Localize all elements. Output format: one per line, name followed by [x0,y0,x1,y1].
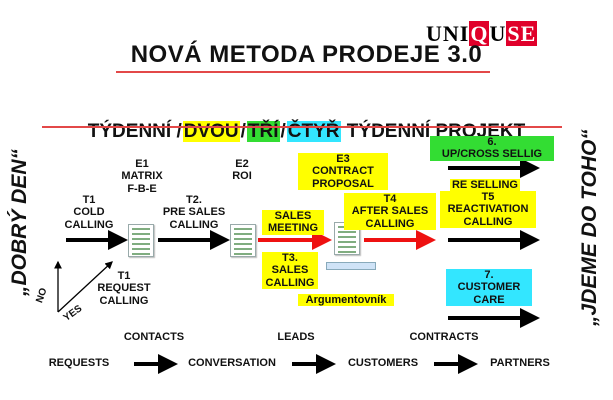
subtitle-underline [42,126,562,128]
label-t5-reactivation: T5 REACTIVATION CALLING [440,191,536,228]
logo-text-se: SE [506,21,538,46]
subtitle-slash-2: / [280,121,286,143]
matrix-document-icon [128,224,154,257]
label-t4-after-sales: T4 AFTER SALES CALLING [344,193,436,230]
label-t3-sales-calling: T3. SALES CALLING [262,252,318,289]
logo: UNIQUSE [426,21,576,46]
label-t1-request-calling: T1 REQUEST CALLING [97,270,151,307]
subtitle-slash-1: / [240,121,246,143]
main-title: NOVÁ METODA PRODEJE 3.0 [130,41,483,68]
argument-booklet-icon [326,262,376,270]
label-sales-meeting: SALES MEETING [262,210,324,235]
label-argumentovnik: Argumentovník [298,294,394,307]
label-requests: REQUESTS [48,357,110,369]
label-contacts: CONTACTS [123,331,185,343]
logo-text-q: Q [469,21,490,46]
label-customer-care: 7. CUSTOMER CARE [446,269,532,306]
label-upcross-selling: 6. UP/CROSS SELLIG [430,136,554,161]
logo-text-u: U [489,21,507,46]
label-leads: LEADS [277,331,315,343]
label-conversation: CONVERSATION [188,357,276,369]
roi-document-icon [230,224,256,257]
label-partners: PARTNERS [490,357,550,369]
label-t2-pre-sales: T2. PRE SALES CALLING [162,194,226,231]
label-e3-contract-proposal: E3 CONTRACT PROPOSAL [298,153,388,190]
title-underline [116,71,490,73]
label-e1-matrix: E1 MATRIX F-B-E [121,158,163,195]
label-customers: CUSTOMERS [347,357,419,369]
label-contracts: CONTRACTS [409,331,479,343]
label-reselling: RE SELLING [450,179,520,192]
label-t1-cold-calling: T1 COLD CALLING [64,194,114,231]
arrow-yes [57,261,113,313]
logo-text-uni: UNI [426,21,470,46]
label-e2-roi: E2 ROI [232,158,252,183]
